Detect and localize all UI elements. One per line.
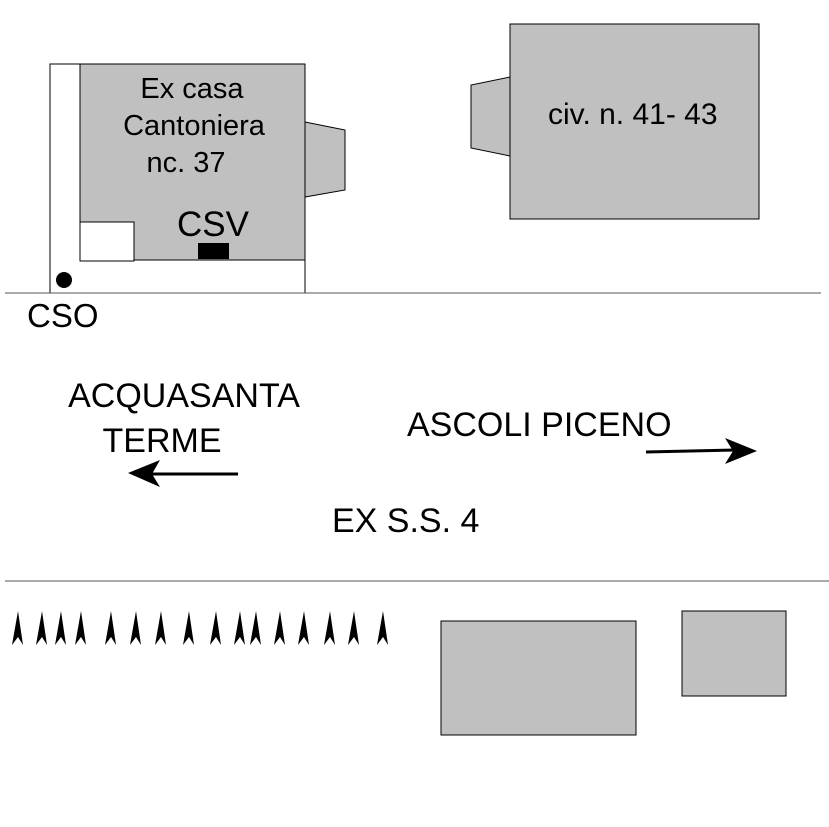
tree-marker-icon	[36, 611, 47, 645]
tree-marker-icon	[377, 611, 388, 645]
building-civ-label: civ. n. 41- 43	[548, 98, 718, 131]
tree-marker-icon	[105, 611, 116, 645]
direction-east-label: ASCOLI PICENO	[407, 406, 672, 444]
lot-small-structure	[79, 221, 135, 262]
cso-marker	[56, 272, 72, 288]
tree-marker-icon	[274, 611, 285, 645]
direction-west-label-line1: ACQUASANTA	[68, 377, 300, 415]
cso-label: CSO	[27, 297, 99, 334]
tree-marker-icon	[155, 611, 166, 645]
tree-marker-icon	[75, 611, 86, 645]
arrow-east-icon	[645, 438, 757, 464]
building-main-label-line3: nc. 37	[147, 147, 226, 179]
csv-marker	[198, 243, 229, 259]
building-south-small	[681, 610, 787, 697]
tree-marker-icon	[234, 611, 245, 645]
building-civ-41-43	[509, 23, 760, 220]
tree-marker-icon	[130, 611, 141, 645]
road-name-label: EX S.S. 4	[332, 502, 479, 540]
building-main-label-line2: Cantoniera	[123, 110, 266, 142]
tree-marker-icon	[250, 611, 261, 645]
building-south-large	[440, 620, 637, 736]
direction-west-label-line2: TERME	[103, 422, 222, 460]
tree-marker-icon	[324, 611, 335, 645]
tree-marker-icon	[298, 611, 309, 645]
tree-marker-icon	[348, 611, 359, 645]
tree-marker-icon	[12, 611, 23, 645]
vegetation-row	[12, 611, 388, 645]
building-civ-annex-left	[470, 76, 511, 157]
arrow-west-icon	[128, 460, 238, 487]
csv-label: CSV	[177, 205, 250, 244]
tree-marker-icon	[183, 611, 194, 645]
building-annex-right	[304, 121, 346, 198]
tree-marker-icon	[55, 611, 66, 645]
building-main-label-line1: Ex casa	[140, 73, 244, 105]
tree-marker-icon	[210, 611, 221, 645]
